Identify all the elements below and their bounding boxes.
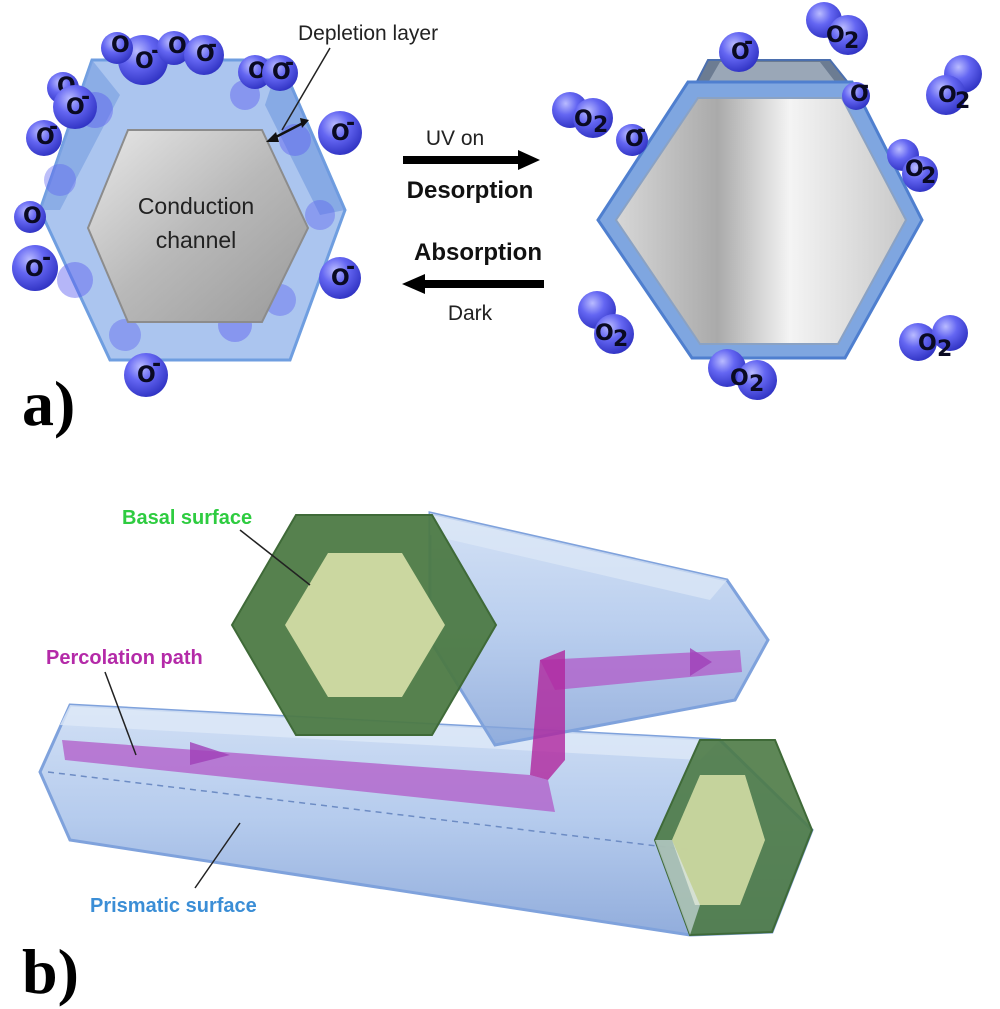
percolation-path-connector xyxy=(530,650,565,780)
svg-text:2: 2 xyxy=(921,164,936,189)
core-label-line1: Conduction xyxy=(138,193,254,219)
svg-text:O: O xyxy=(331,121,350,146)
prismatic-surface-label: Prismatic surface xyxy=(90,895,257,917)
svg-text:O: O xyxy=(168,34,187,59)
panel-b-letter: b) xyxy=(22,936,79,1007)
svg-text:-: - xyxy=(42,246,51,271)
o2-molecule: O 2 xyxy=(806,2,868,55)
svg-text:O: O xyxy=(850,82,869,107)
depletion-layer-label: Depletion layer xyxy=(298,22,438,45)
o-minus-molecule: O xyxy=(157,31,191,65)
svg-text:O: O xyxy=(731,40,750,65)
svg-text:-: - xyxy=(346,255,355,280)
o2-molecule: O 2 xyxy=(899,315,968,362)
core-label-line2: channel xyxy=(156,227,237,253)
o2-molecule: O 2 xyxy=(887,139,938,192)
basal-surface-label: Basal surface xyxy=(122,507,252,529)
o-minus-molecule: O - xyxy=(319,255,361,299)
svg-text:2: 2 xyxy=(937,337,952,362)
depletion-arrow-head-b xyxy=(300,118,309,128)
svg-text:2: 2 xyxy=(593,113,608,138)
o-minus-molecule: O - xyxy=(616,118,648,156)
svg-text:O: O xyxy=(23,204,42,229)
nanorod-without-depletion-layer xyxy=(596,59,924,360)
uv-on-label: UV on xyxy=(426,127,484,150)
svg-text:2: 2 xyxy=(844,29,859,54)
svg-text:-: - xyxy=(81,85,90,110)
svg-text:O: O xyxy=(938,83,957,108)
o2-molecule: O 2 xyxy=(552,92,613,138)
free-oxygen-molecules: O 2 O 2 O 2 O 2 xyxy=(552,2,982,400)
o2-molecule: O 2 xyxy=(926,55,982,115)
svg-text:O: O xyxy=(196,42,215,67)
panel-a-letter: a) xyxy=(22,368,75,439)
o-minus-molecule: O - xyxy=(53,85,97,129)
depletion-pointer-line xyxy=(281,47,331,131)
svg-text:-: - xyxy=(49,115,58,140)
prismatic-pointer xyxy=(194,822,241,889)
desorption-arrow-head xyxy=(518,150,540,170)
svg-text:-: - xyxy=(744,30,753,55)
o-minus-molecule: O - xyxy=(318,111,362,155)
o-minus-molecule: O - xyxy=(12,245,58,291)
svg-text:O: O xyxy=(111,33,130,58)
svg-text:O: O xyxy=(36,125,55,150)
o-minus-molecule: O - xyxy=(262,51,298,91)
svg-text:2: 2 xyxy=(749,372,764,397)
dark-label: Dark xyxy=(448,302,493,325)
percolation-path-bottom xyxy=(62,740,555,812)
panel-b: Basal surface Percolation path Prismatic… xyxy=(22,507,814,1007)
svg-text:2: 2 xyxy=(613,327,628,352)
svg-text:O: O xyxy=(331,266,350,291)
svg-text:O: O xyxy=(248,59,267,84)
o-minus-molecule: O - xyxy=(719,30,759,72)
desorption-label: Desorption xyxy=(407,177,534,204)
svg-text:-: - xyxy=(346,111,355,136)
svg-text:O: O xyxy=(66,95,85,120)
svg-text:O: O xyxy=(137,363,156,388)
svg-text:-: - xyxy=(637,118,646,143)
panel-a: Conduction channel Depletion layer O - O… xyxy=(12,2,982,439)
adsorbed-oxygen-ions: O - O O O - O O - xyxy=(12,31,362,397)
o-minus-molecule: O - xyxy=(184,33,224,75)
svg-text:-: - xyxy=(208,33,217,58)
svg-text:O: O xyxy=(625,127,644,152)
o2-molecule: O 2 xyxy=(578,291,634,354)
svg-text:O: O xyxy=(25,257,44,282)
svg-text:O: O xyxy=(135,49,154,74)
basal-pointer xyxy=(239,529,311,586)
svg-text:O: O xyxy=(272,60,291,85)
svg-text:O: O xyxy=(595,321,614,346)
svg-text:-: - xyxy=(152,352,161,377)
residual-oxygen-ions: O - O - O - xyxy=(616,30,870,156)
o-minus-molecule: O xyxy=(14,201,46,233)
svg-text:-: - xyxy=(151,39,160,64)
top-nanorod xyxy=(230,511,770,780)
percolation-pointer xyxy=(104,671,137,756)
o-minus-molecule: O xyxy=(101,32,133,64)
svg-text:O: O xyxy=(826,23,845,48)
depletion-arrow-head-a xyxy=(266,132,279,142)
bare-core xyxy=(614,97,908,345)
absorption-arrow-head xyxy=(402,274,425,294)
o-minus-molecule: O - xyxy=(842,74,870,110)
o-minus-molecule: O - xyxy=(124,352,168,397)
svg-text:-: - xyxy=(860,74,869,99)
svg-text:O: O xyxy=(730,366,749,391)
o-minus-molecule: O xyxy=(238,55,272,89)
o2-molecule: O 2 xyxy=(708,349,777,400)
svg-text:O: O xyxy=(905,157,924,182)
o-minus-molecule: O - xyxy=(26,115,62,156)
percolation-path-label: Percolation path xyxy=(46,647,203,669)
svg-text:O: O xyxy=(574,107,593,132)
conduction-channel-core xyxy=(86,129,310,323)
svg-text:O: O xyxy=(918,331,937,356)
svg-text:2: 2 xyxy=(955,89,970,114)
absorption-label: Absorption xyxy=(414,239,542,266)
svg-text:-: - xyxy=(285,51,294,76)
